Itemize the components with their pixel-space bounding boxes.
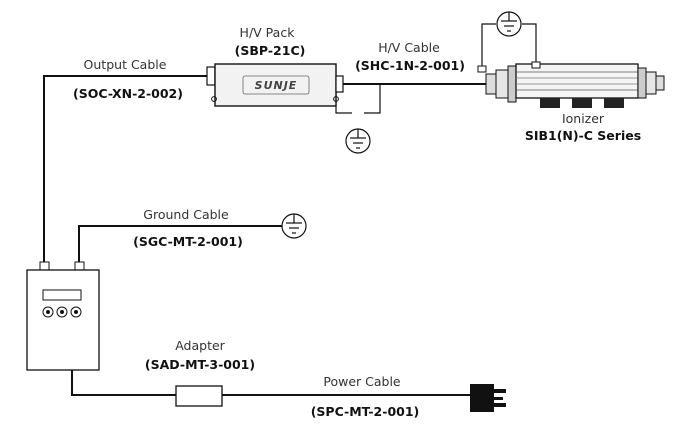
ground-cable-icon [281,213,307,239]
adapter-box [175,385,223,407]
ionizer-ground-icon [496,11,522,37]
hv-pack-label: H/V Pack [240,25,296,40]
power-cable-label: Power Cable [323,374,401,389]
ground-cable-label: Ground Cable [143,207,229,222]
hv-pack: SUNJE [206,63,344,107]
hv-pack-brand: SUNJE [255,79,298,92]
power-wire-1 [71,370,176,396]
ionizer-code: SIB1(N)-C Series [525,128,641,143]
output-cable-wire [43,75,207,264]
controller-box [26,261,100,371]
hv-pack-code: (SBP-21C) [235,43,306,58]
output-cable-code: (SOC-XN-2-002) [73,86,183,101]
hv-cable-label: H/V Cable [378,40,440,55]
pack-ground-icon [345,128,371,154]
adapter-code: (SAD-MT-3-001) [145,357,255,372]
hv-cable-code: (SHC-1N-2-001) [355,58,465,73]
ground-cable-code: (SGC-MT-2-001) [133,234,243,249]
power-cable-code: (SPC-MT-2-001) [311,404,420,419]
adapter-label: Adapter [175,338,225,353]
power-plug-icon [470,384,506,412]
ionizer-ground-wire [481,23,537,68]
ionizer-device [477,61,665,108]
ionizer-label: Ionizer [562,111,605,126]
output-cable-label: Output Cable [84,57,167,72]
ground-cable-wire [78,225,282,264]
